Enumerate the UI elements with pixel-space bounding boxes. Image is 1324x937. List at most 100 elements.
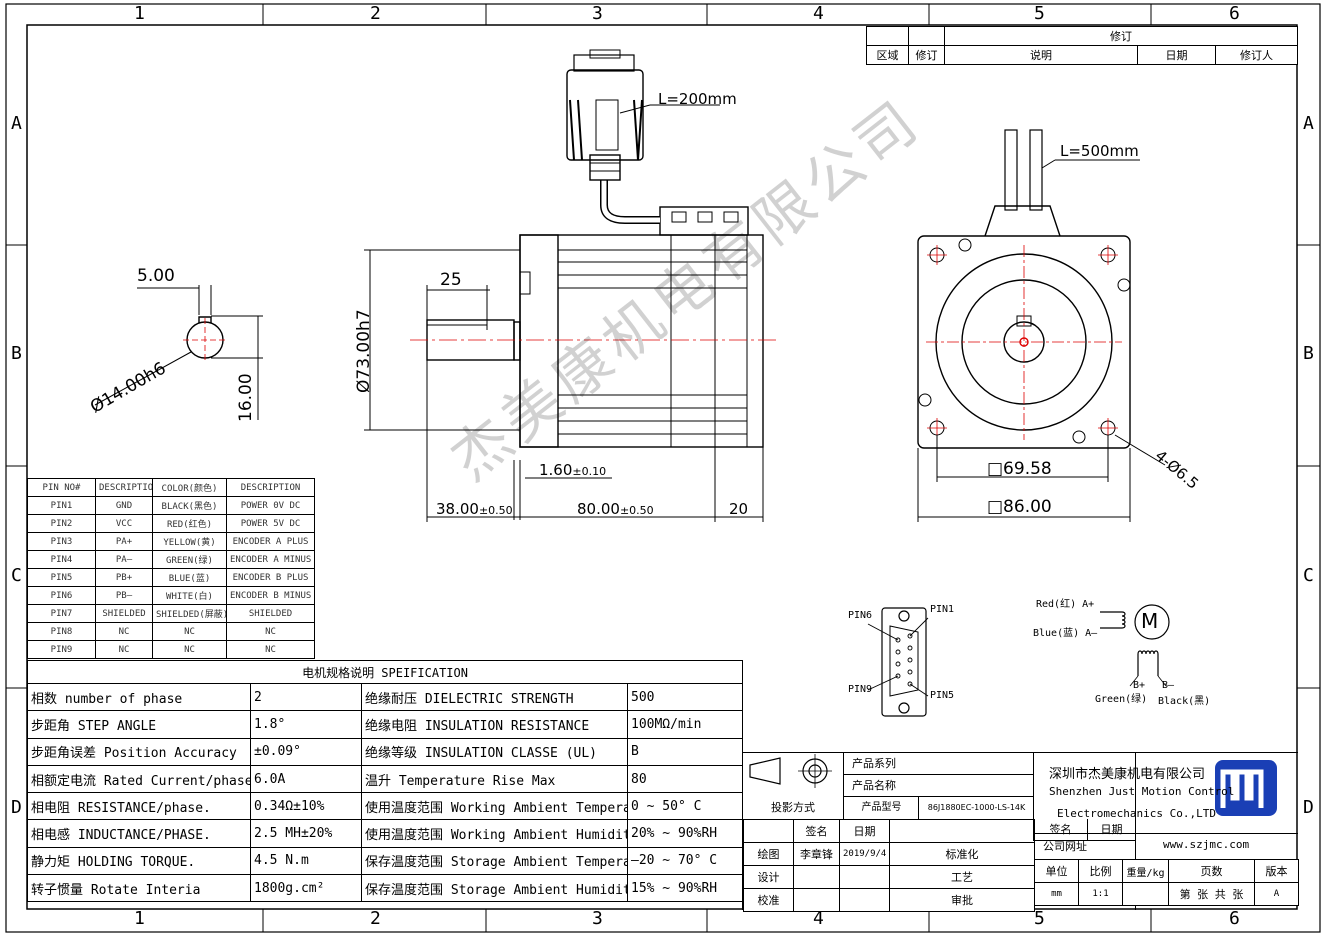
pin-cell: SHIELDED	[95, 604, 153, 623]
spec-cell: 100MΩ/min	[626, 710, 744, 739]
col-label: 1	[134, 3, 145, 24]
pin-cell: YELLOW(黄)	[152, 532, 227, 551]
dim-hole-spacing: □69.58	[987, 459, 1052, 479]
connector-pin1-label: PIN1	[930, 604, 955, 615]
model-value: 86J1880EC-1000-LS-14K	[918, 797, 1034, 820]
pin-cell: PIN8	[27, 622, 96, 641]
product-series-label: 产品系列	[843, 753, 1033, 775]
spec-title: 电机规格说明 SPEIFICATION	[26, 660, 744, 684]
spec-cell: 1800g.cm²	[250, 874, 362, 903]
pin-cell: ENCODER B MINUS	[226, 586, 315, 605]
dim-square: □86.00	[987, 497, 1052, 517]
spec-row: 相电感 INDUCTANCE/PHASE.2.5 MH±20%使用温度范围 Wo…	[27, 819, 744, 848]
pin-cell: PB—	[95, 586, 153, 605]
db9-connector-view	[867, 607, 929, 717]
pin-cell: NC	[95, 622, 153, 641]
pin-cell: GND	[95, 496, 153, 515]
outer-frame	[5, 3, 1321, 933]
product-name-label: 产品名称	[843, 775, 1033, 797]
spec-cell: 静力矩 HOLDING TORQUE.	[27, 846, 251, 876]
pin-cell: WHITE(白)	[152, 586, 227, 605]
company-logo	[1215, 760, 1277, 816]
pin-table: PIN NO# DESCRIPTION COLOR(颜色) DESCRIPTIO…	[27, 478, 315, 659]
spec-cell: 相数 number of phase	[27, 682, 251, 712]
drawing-label: 绘图	[743, 842, 794, 866]
dim-cable-connector: L=200mm	[658, 90, 737, 108]
spec-cell: 1.8°	[250, 710, 362, 739]
pin-cell: PA—	[95, 550, 153, 569]
pages-label: 页数	[1168, 859, 1255, 883]
row-label: B	[11, 343, 22, 364]
col-label: 3	[592, 3, 603, 24]
projection-symbol	[749, 754, 832, 788]
dim-key-length: 25	[440, 270, 462, 290]
approve-label: 审批	[889, 888, 1035, 912]
col-label: 2	[370, 3, 381, 24]
pin-cell: PIN3	[27, 532, 96, 551]
weight-label: 重量/kg	[1122, 859, 1169, 883]
revision-col: 区域	[866, 45, 909, 65]
pin-cell: NC	[95, 640, 153, 659]
pin-cell: VCC	[95, 514, 153, 533]
revision-col: 说明	[944, 45, 1138, 65]
dim-flange-thickness: 1.60±0.10	[539, 461, 607, 479]
craft-label: 工艺	[889, 865, 1035, 889]
pin-cell: BLACK(黑色)	[152, 496, 227, 515]
pin-cell: ENCODER A MINUS	[226, 550, 315, 569]
connector-pin9-label: PIN9	[848, 684, 873, 695]
wiring-diagram	[1100, 604, 1170, 687]
motor-side-view	[364, 49, 780, 522]
spec-cell: 15% ~ 90%RH	[626, 874, 744, 903]
version-value: A	[1254, 882, 1299, 906]
version-label: 版本	[1254, 859, 1299, 883]
shaft-section-view	[94, 285, 263, 420]
pin-cell: PB+	[95, 568, 153, 587]
unit-label: 单位	[1034, 859, 1079, 883]
pin-cell: ENCODER A PLUS	[226, 532, 315, 551]
frame-ticks	[6, 4, 1320, 932]
dim-rear-length: 20	[729, 500, 749, 518]
col-label: 4	[813, 908, 824, 929]
dim-key-width: 5.00	[137, 266, 175, 286]
spec-cell: —20 ~ 70° C	[626, 846, 744, 876]
spec-cell: 6.0A	[250, 764, 362, 794]
motor-front-view	[917, 129, 1166, 522]
row-label: C	[1303, 565, 1314, 586]
date-label: 日期	[839, 819, 890, 843]
spec-cell: 绝缘等级 INSULATION CLASSE (UL)	[361, 737, 628, 766]
inner-frame	[26, 24, 1298, 910]
pin-header-cell: COLOR(颜色)	[152, 478, 227, 497]
spec-cell: 2	[250, 682, 362, 712]
spec-cell: 使用温度范围 Working Ambient Temperature	[361, 792, 628, 821]
pin-cell: BLUE(蓝)	[152, 568, 227, 587]
pin-cell: ENCODER B PLUS	[226, 568, 315, 587]
sign-label-right: 签名	[1033, 819, 1087, 841]
spec-cell: 500	[626, 682, 744, 712]
revision-col: 日期	[1137, 45, 1216, 65]
spec-cell: B	[626, 737, 744, 766]
col-label: 6	[1229, 908, 1240, 929]
pin-header-cell: PIN NO#	[27, 478, 96, 497]
pin-header-cell: DESCRIPTION	[226, 478, 315, 497]
pin-cell: PIN7	[27, 604, 96, 623]
col-label: 5	[1034, 908, 1045, 929]
pin-cell: PIN9	[27, 640, 96, 659]
spec-cell: 相电感 INDUCTANCE/PHASE.	[27, 819, 251, 848]
pin-cell: PA+	[95, 532, 153, 551]
company-name-cn: 深圳市杰美康机电有限公司	[1049, 767, 1206, 782]
revision-header: 修订	[943, 26, 1299, 46]
dim-shaft-length: 38.00±0.50	[436, 500, 513, 518]
row-label: B	[1303, 343, 1314, 364]
standard-label: 标准化	[889, 842, 1035, 866]
row-label: C	[11, 565, 22, 586]
